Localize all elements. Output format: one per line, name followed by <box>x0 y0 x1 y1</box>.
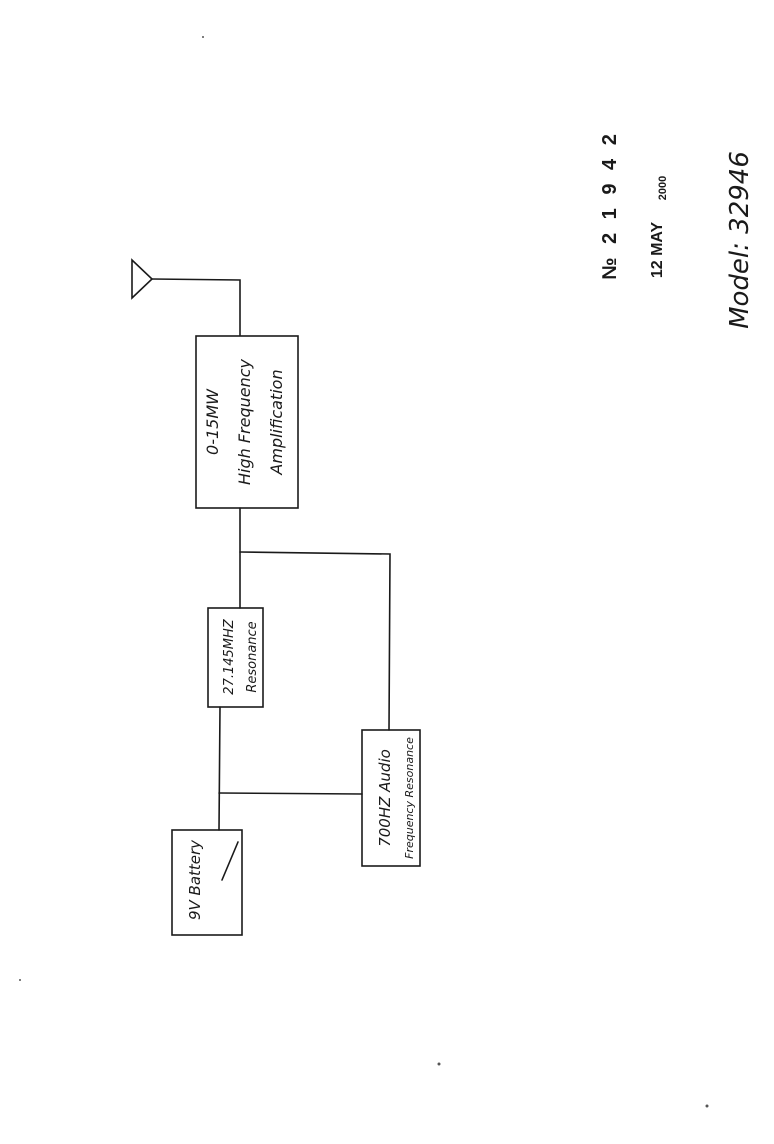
battery-block: 9V Battery <box>171 829 243 936</box>
battery-label: 9V Battery <box>186 839 204 920</box>
resonance-label: Resonance <box>245 621 260 692</box>
serial-stamp: № 2 1 9 4 2 12 MAY 2000 <box>599 130 669 280</box>
audio-frequency-label: 700HZ Audio <box>376 749 394 847</box>
audio-resonance-label: Frequency Resonance <box>403 737 416 859</box>
amplifier-power-label: 0-15MW <box>203 388 222 455</box>
wires <box>218 507 391 831</box>
model-number: Model: 32946 <box>725 151 755 329</box>
amplifier-function-label: Amplification <box>267 369 286 475</box>
stamp-year: 2000 <box>657 176 669 200</box>
resonance-frequency-label: 27.145MHZ <box>222 618 237 694</box>
amplifier-type-label: High Frequency <box>235 358 254 485</box>
resonance-block: 27.145MHZ Resonance <box>207 607 264 708</box>
paper-specks <box>19 36 709 1108</box>
audio-resonance-block: 700HZ Audio Frequency Resonance <box>361 729 421 867</box>
amplifier-block: 0-15MW High Frequency Amplification <box>195 335 299 509</box>
antenna-icon <box>131 258 241 336</box>
serial-number: № 2 1 9 4 2 <box>599 130 621 280</box>
stamp-date: 12 MAY <box>649 222 666 279</box>
